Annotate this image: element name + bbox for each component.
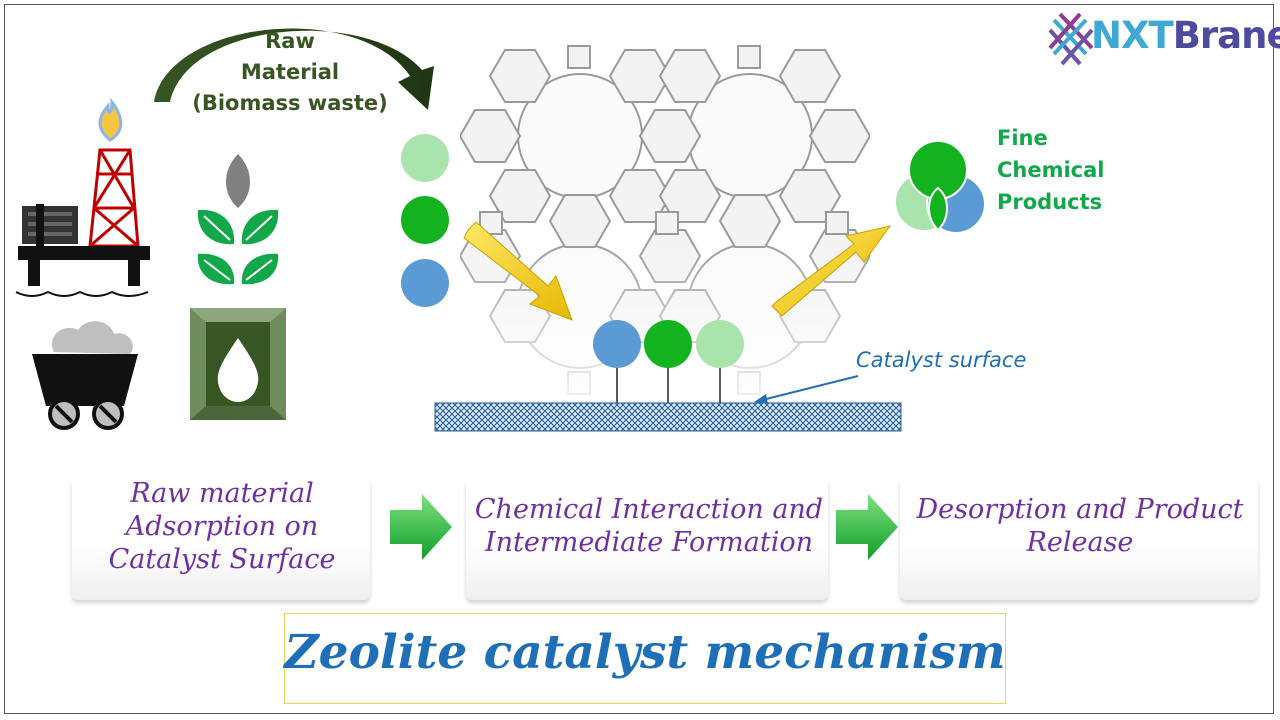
title-box [284,613,1006,704]
light-green-molecule [696,320,744,368]
adsorbed-molecules [593,320,744,404]
blue-molecule [401,259,449,307]
adsorption-arrow-icon [463,221,573,321]
desorption-arrow-icon [771,225,892,317]
slide-frame [4,4,1274,714]
green-molecule [644,320,692,368]
step-text-interaction: Chemical Interaction and Intermediate Fo… [474,494,824,558]
leaf-plant-icon [197,154,279,285]
raw-material-label: Raw Material (Biomass waste) [192,29,388,115]
step-box-adsorption [72,478,370,600]
logo-text: NXTBrane [1091,14,1280,57]
mine-cart-icon [32,321,138,430]
step-text-desorption: Desorption and Product Release [916,494,1244,558]
reactant-molecules [401,134,449,307]
light-green-molecule [401,134,449,182]
flow-arrows [463,221,892,321]
product-venn-icon [894,140,986,234]
fine-products-label: Fine Chemical Products [997,126,1105,214]
zeolite-framework [460,36,870,404]
oil-drop-icon [190,308,286,420]
green-molecule [401,196,449,244]
catalyst-surface-bar [434,402,902,432]
catalyst-surface-label: Catalyst surface [856,348,1027,372]
nxtbrane-logo-icon [1048,12,1094,66]
step-box-desorption [900,478,1258,600]
blue-molecule [593,320,641,368]
catalyst-pointer-icon [754,375,859,404]
step-arrow-1-icon [390,494,452,560]
flame-icon [98,97,123,142]
oil-rig-icon [15,97,150,297]
step-arrow-2-icon [836,494,898,560]
step-box-interaction [466,478,828,600]
step-text-adsorption: Raw material Adsorption on Catalyst Surf… [108,478,336,575]
page-title: Zeolite catalyst mechanism [284,625,1006,680]
